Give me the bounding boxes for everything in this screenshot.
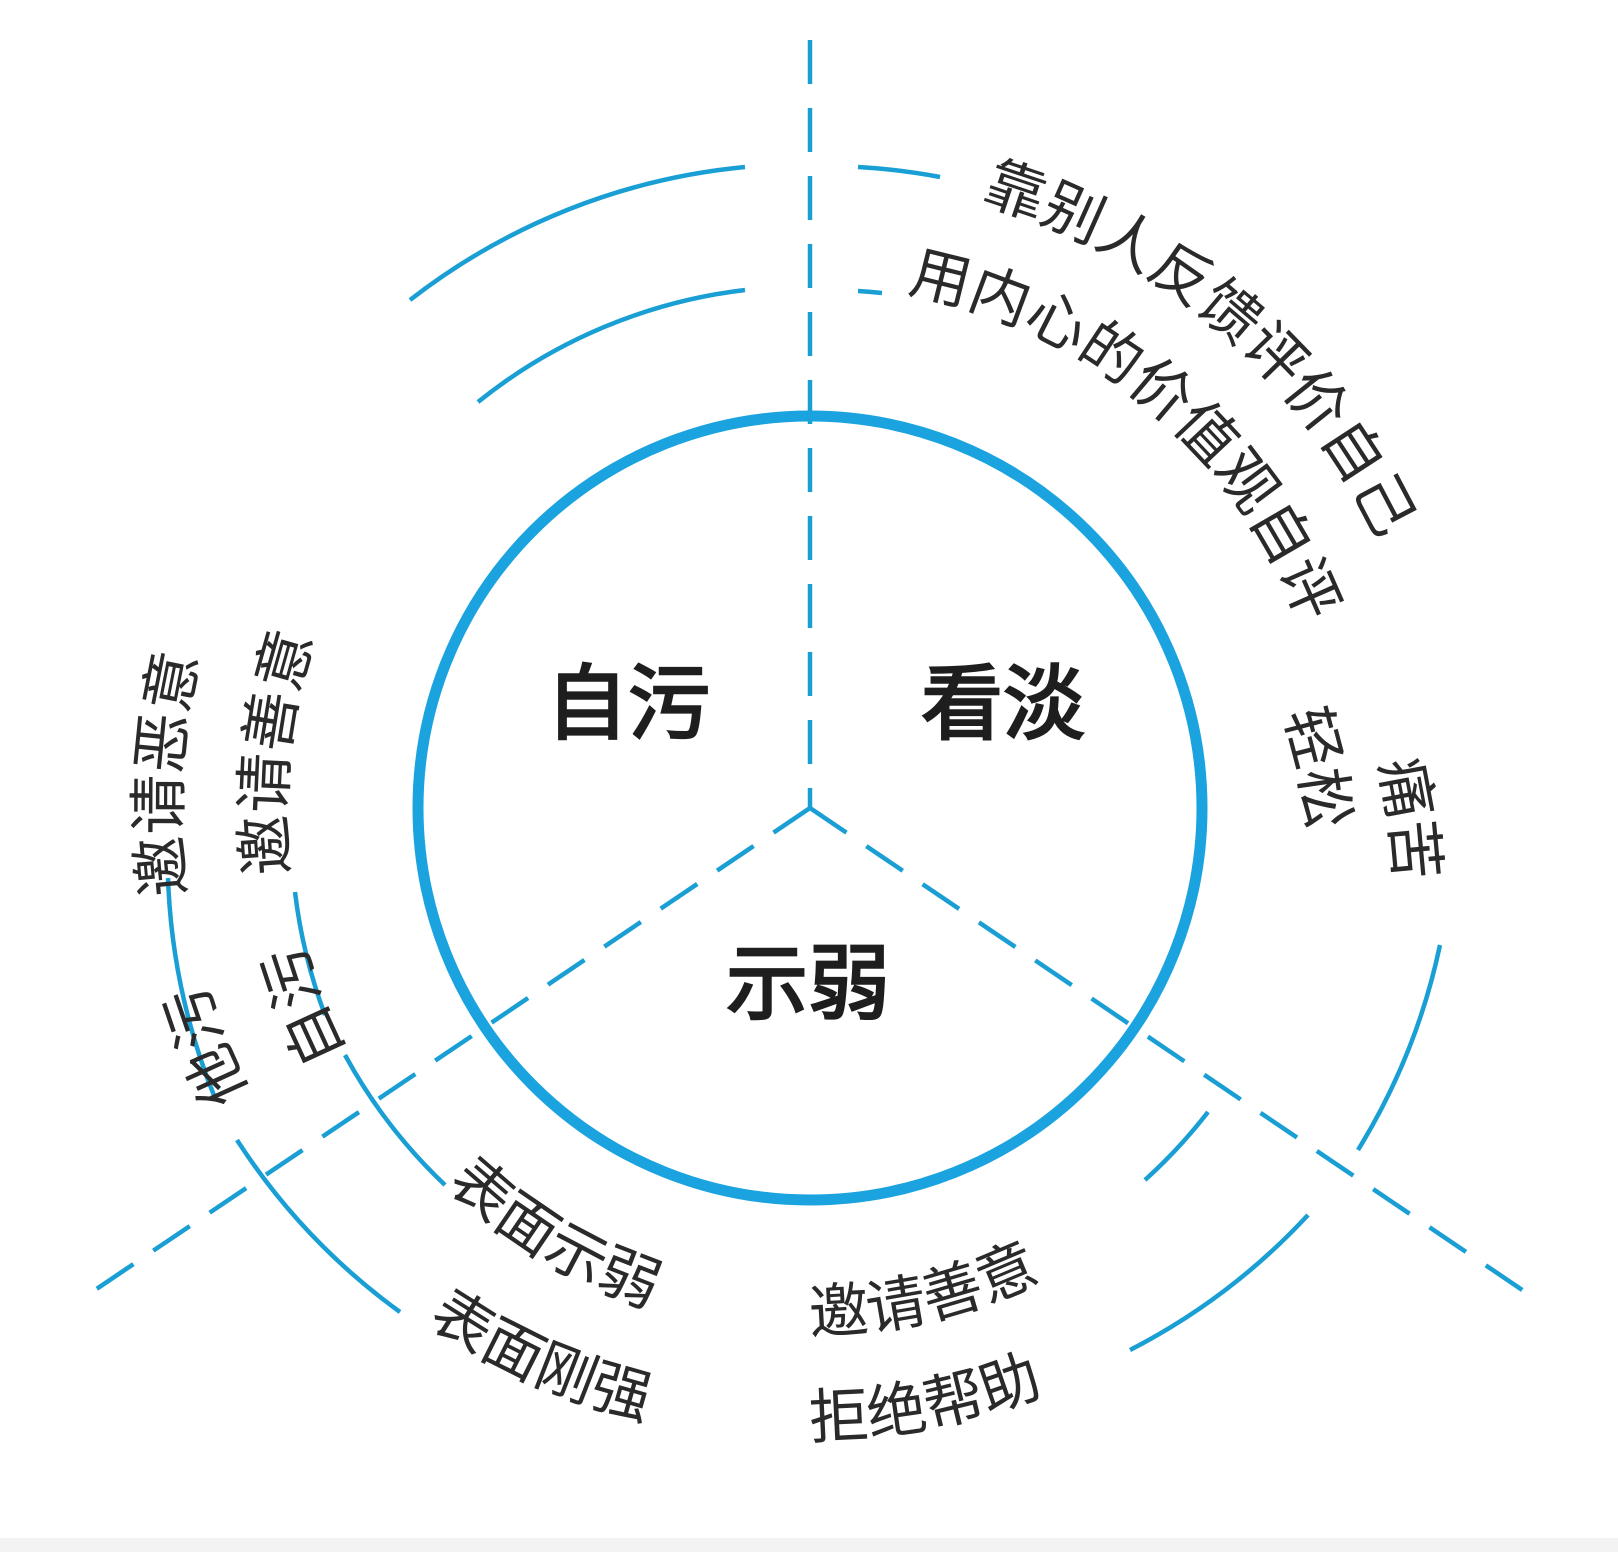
inner-ring — [292, 287, 1210, 1187]
divider-lower-right — [808, 806, 1542, 1304]
inner-label-bottom-right: 邀请善意 — [807, 1229, 1048, 1348]
inner-label-right: 轻松 — [1270, 699, 1363, 833]
outer-label-right: 痛苦 — [1365, 753, 1451, 883]
dividers — [90, 40, 1542, 1304]
core-circle — [412, 410, 1208, 1206]
inner-label-left-lower: 自污 — [250, 938, 360, 1077]
inner-ring-arc-left — [292, 891, 328, 1016]
outer-ring-arc-right — [1356, 944, 1443, 1152]
outer-ring-arc-bottom-right — [1128, 1213, 1310, 1353]
inner-ring-arc-top-left — [476, 287, 746, 404]
inner-ring-arc-bottom-right — [1143, 1110, 1210, 1182]
inner-ring-arc-bottom-left — [343, 1053, 447, 1187]
core-label-top-right: 看淡 — [921, 656, 1086, 752]
outer-ring-arc-left — [165, 877, 218, 1099]
outer-ring-arc-bottom-left — [235, 1138, 402, 1314]
core-label-top-left: 自污 — [546, 656, 710, 752]
outer-label-left-lower: 他污 — [152, 978, 262, 1117]
outer-ring-arc-top-left — [408, 164, 746, 302]
outer-label-bottom-right: 拒绝帮助 — [807, 1342, 1049, 1454]
outer-ring-arc-top-right — [857, 164, 941, 180]
divider-lower-left — [90, 806, 812, 1294]
core-label-bottom: 示弱 — [726, 936, 890, 1032]
bottom-strip — [0, 1538, 1618, 1552]
inner-ring-arc-top-right — [857, 288, 883, 296]
inner-label-left: 自污 邀请善意 — [229, 622, 359, 1078]
outer-label-left-upper: 邀请恶意 — [125, 645, 213, 899]
inner-label-left-upper: 邀请善意 — [229, 622, 327, 878]
outer-ring — [165, 164, 1443, 1353]
